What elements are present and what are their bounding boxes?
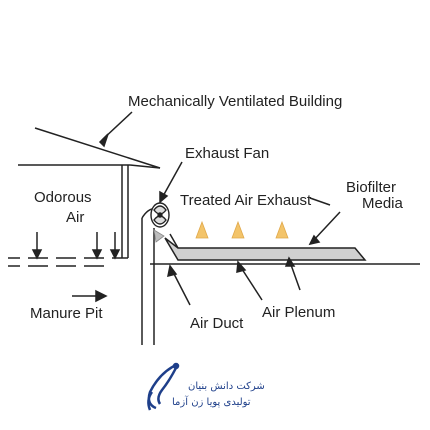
exhaust-fan-label: Exhaust Fan — [185, 145, 270, 162]
diagram-title: Mechanically Ventilated Building — [128, 93, 343, 110]
biofilter-bed — [150, 233, 420, 265]
air-plenum-label: Air Plenum — [262, 304, 336, 321]
air-duct-label: Air Duct — [190, 315, 244, 332]
manure-pit-label: Manure Pit — [30, 305, 103, 322]
odorous-label: Odorous — [34, 189, 92, 206]
leader-lines — [98, 111, 341, 306]
odorous-air-label: Air — [66, 209, 85, 226]
logo-text-line2: تولیدی پویا زن آزما — [172, 397, 251, 408]
odorous-air-arrows — [31, 232, 121, 260]
building-roof — [18, 127, 161, 169]
company-logo-icon — [147, 362, 180, 411]
exhaust-arrow-icon — [231, 220, 245, 239]
air-duct — [141, 207, 161, 345]
biofilter-label: Biofilter — [346, 179, 397, 196]
logo-text-line1: شرکت دانش بنیان — [188, 381, 265, 392]
plenum-flow-arrow — [153, 229, 165, 243]
treated-air-label: Treated Air Exhaust — [180, 192, 312, 209]
exhaust-arrow-icon — [195, 220, 209, 239]
treated-air-arrows — [195, 220, 289, 239]
exhaust-fan-icon — [150, 202, 170, 228]
building-walls — [121, 165, 129, 259]
manure-pit-floor — [8, 257, 122, 267]
manure-pit-arrow — [72, 289, 108, 303]
exhaust-arrow-icon — [275, 220, 289, 239]
biofilter-media-label: Media — [362, 195, 403, 212]
